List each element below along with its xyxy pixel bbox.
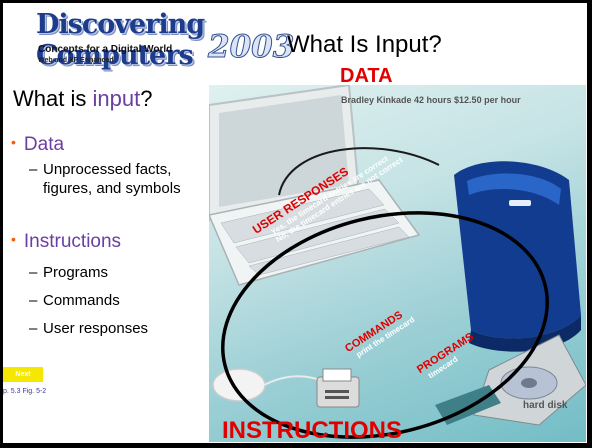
heading-accent: input	[92, 86, 141, 111]
book-logo: Discovering Computers 2003 Concepts for …	[36, 9, 295, 71]
keyboard-icon	[209, 179, 421, 286]
input-devices-illustration	[209, 85, 586, 439]
printer-icon	[316, 368, 360, 408]
bullet-instructions: •Instructions	[11, 231, 122, 252]
slide-canvas: Discovering Computers 2003 Concepts for …	[3, 3, 587, 443]
logo-tagline: Concepts for a Digital World	[38, 44, 173, 55]
logo-brand: Discovering Computers	[36, 9, 205, 71]
input-figure-photo	[209, 85, 586, 442]
data-label: DATA	[340, 65, 393, 87]
slide-title: What Is Input?	[287, 31, 442, 58]
sub-item-user-responses: –User responses	[29, 320, 149, 337]
bullet-dot-icon: •	[11, 231, 16, 247]
data-example: Bradley Kinkade 42 hours $12.50 per hour	[341, 95, 521, 105]
instructions-ellipse	[221, 211, 549, 439]
hard-disk-label: hard disk	[523, 400, 568, 411]
instructions-label: INSTRUCTIONS	[222, 417, 402, 443]
bullet-dot-icon: •	[11, 134, 16, 150]
logo-subtagline: Web and XP Enhanced	[38, 57, 114, 64]
page-reference: p. 5.3 Fig. 5-2	[3, 388, 47, 395]
next-button[interactable]: Next	[3, 367, 43, 382]
logo-year: 2003	[207, 29, 295, 66]
monitor-icon	[209, 85, 361, 222]
system-unit-icon	[454, 161, 581, 352]
sub-item-commands: –Commands	[29, 292, 120, 309]
outline-heading: What is input?	[13, 86, 153, 111]
sub-item-data-definition: –Unprocessed facts, figures, and symbols	[29, 161, 181, 197]
bullet-data: •Data	[11, 134, 65, 155]
sub-item-programs: –Programs	[29, 264, 109, 281]
mouse-icon	[212, 368, 345, 402]
